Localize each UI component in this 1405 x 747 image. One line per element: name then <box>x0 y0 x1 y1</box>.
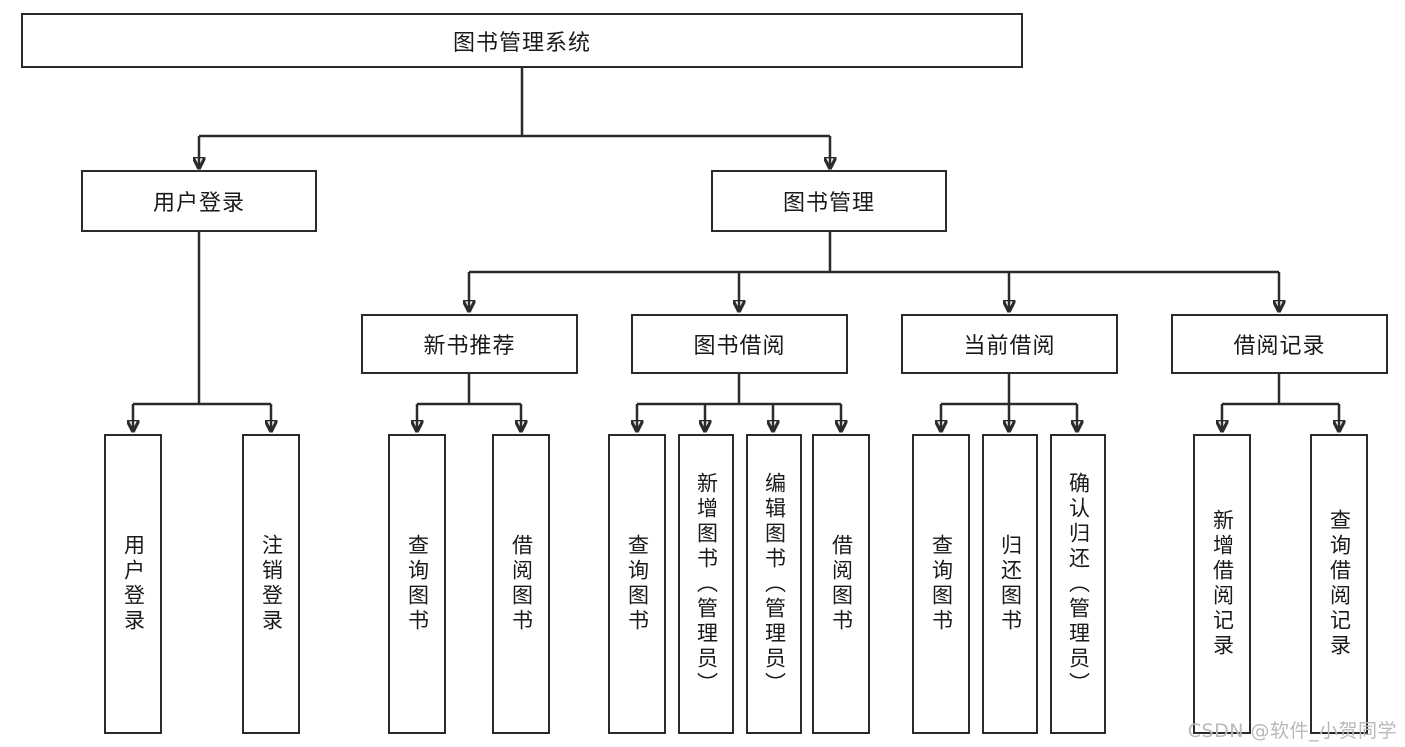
node-leaf-query-book-3[interactable]: 查询图书 <box>912 434 970 734</box>
node-leaf-user-login-label: 用户登录 <box>121 534 146 634</box>
node-user-login[interactable]: 用户登录 <box>81 170 317 232</box>
node-user-login-label: 用户登录 <box>152 191 245 216</box>
node-leaf-add-book[interactable]: 新增图书（管理员） <box>678 434 734 734</box>
node-book-borrow-label: 图书借阅 <box>693 334 786 359</box>
node-leaf-return-book-label: 归还图书 <box>998 534 1023 634</box>
node-leaf-user-logout[interactable]: 注销登录 <box>242 434 300 734</box>
node-leaf-query-record-label: 查询借阅记录 <box>1327 509 1352 659</box>
node-leaf-query-book-1-label: 查询图书 <box>405 534 430 634</box>
node-leaf-query-book-2-label: 查询图书 <box>625 534 650 634</box>
node-current-borrow[interactable]: 当前借阅 <box>901 314 1118 374</box>
node-borrow-record-label: 借阅记录 <box>1233 334 1326 359</box>
node-leaf-return-book[interactable]: 归还图书 <box>982 434 1038 734</box>
node-root-label: 图书管理系统 <box>452 30 591 56</box>
node-leaf-query-book-3-label: 查询图书 <box>929 534 954 634</box>
node-leaf-user-login[interactable]: 用户登录 <box>104 434 162 734</box>
node-leaf-query-book-1[interactable]: 查询图书 <box>388 434 446 734</box>
node-new-book-recommend-label: 新书推荐 <box>423 334 516 359</box>
node-book-borrow[interactable]: 图书借阅 <box>631 314 848 374</box>
node-book-management[interactable]: 图书管理 <box>711 170 947 232</box>
node-leaf-borrow-book-2-label: 借阅图书 <box>829 534 854 634</box>
node-leaf-edit-book-label: 编辑图书（管理员） <box>762 471 787 697</box>
node-leaf-confirm-return-label: 确认归还（管理员） <box>1066 471 1091 697</box>
node-new-book-recommend[interactable]: 新书推荐 <box>361 314 578 374</box>
node-leaf-add-book-label: 新增图书（管理员） <box>694 471 719 697</box>
node-current-borrow-label: 当前借阅 <box>963 334 1056 359</box>
node-leaf-query-record[interactable]: 查询借阅记录 <box>1310 434 1368 734</box>
node-leaf-confirm-return[interactable]: 确认归还（管理员） <box>1050 434 1106 734</box>
csdn-watermark: CSDN @软件_小贺同学 <box>1187 720 1397 742</box>
node-leaf-borrow-book-1-label: 借阅图书 <box>509 534 534 634</box>
node-leaf-add-record-label: 新增借阅记录 <box>1210 509 1235 659</box>
node-leaf-borrow-book-1[interactable]: 借阅图书 <box>492 434 550 734</box>
node-leaf-borrow-book-2[interactable]: 借阅图书 <box>812 434 870 734</box>
node-root[interactable]: 图书管理系统 <box>21 13 1023 68</box>
node-leaf-query-book-2[interactable]: 查询图书 <box>608 434 666 734</box>
node-book-management-label: 图书管理 <box>782 191 875 216</box>
node-leaf-edit-book[interactable]: 编辑图书（管理员） <box>746 434 802 734</box>
node-leaf-add-record[interactable]: 新增借阅记录 <box>1193 434 1251 734</box>
node-borrow-record[interactable]: 借阅记录 <box>1171 314 1388 374</box>
node-leaf-user-logout-label: 注销登录 <box>259 534 284 634</box>
